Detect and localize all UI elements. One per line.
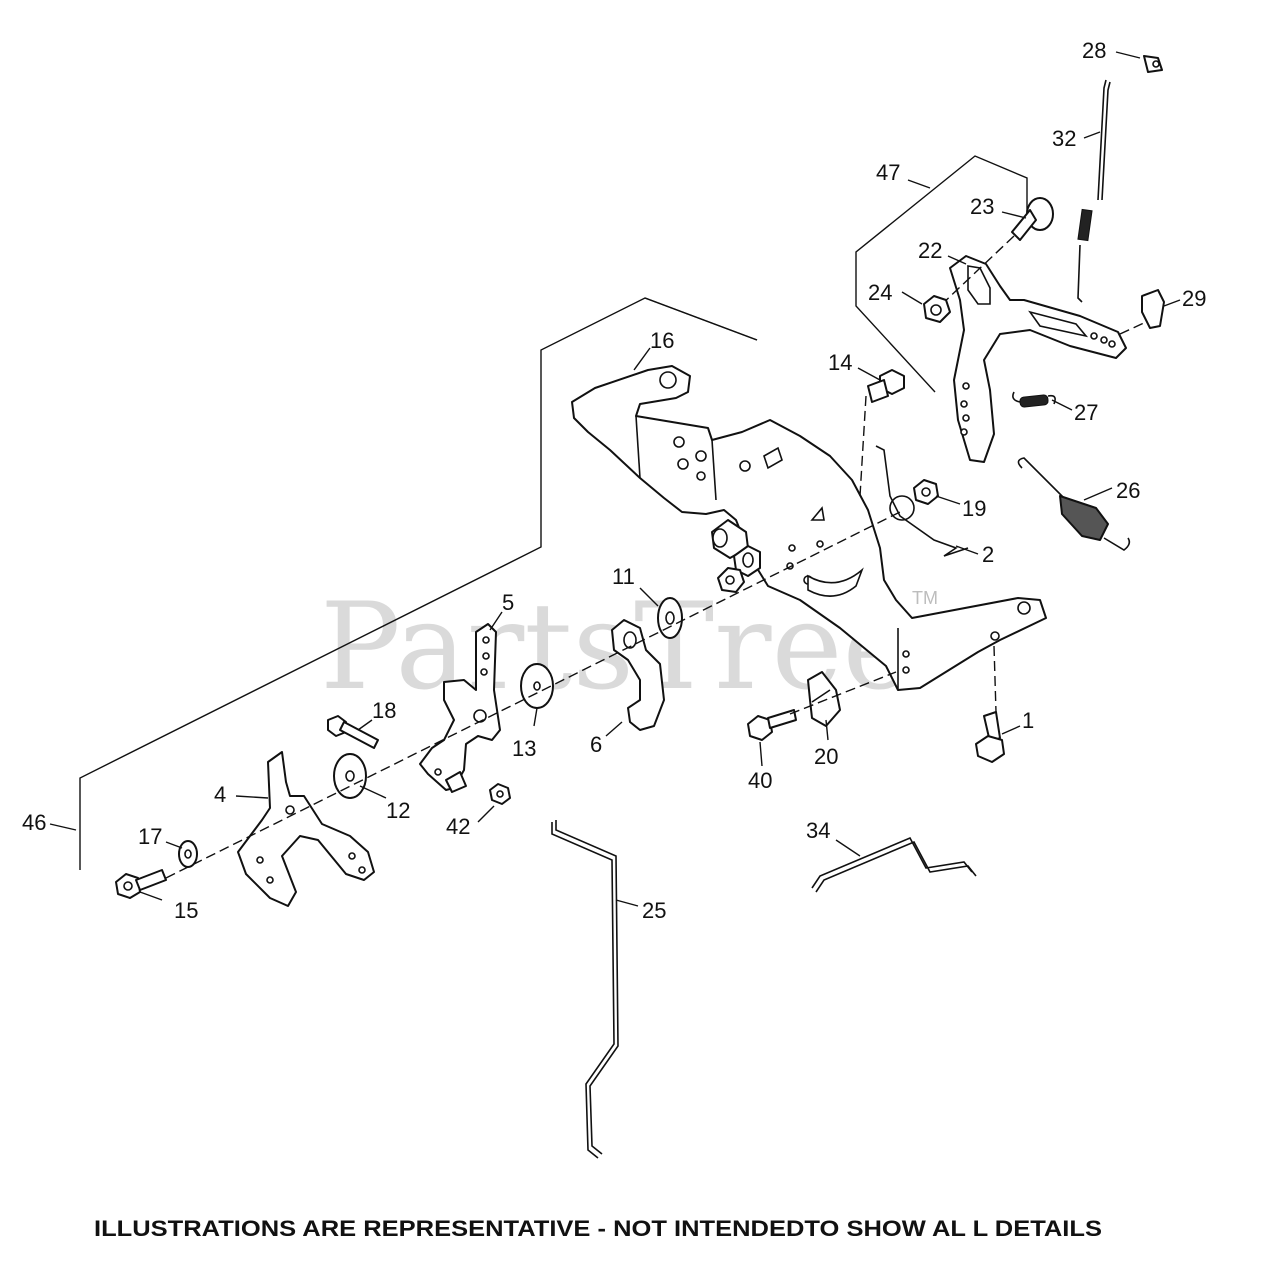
torsion-spring-2: [875, 445, 969, 557]
washer-11: [657, 597, 683, 639]
callout-26: 26: [1116, 478, 1140, 503]
callout-28: 28: [1082, 38, 1106, 63]
callout-40: 40: [748, 768, 772, 793]
nut-19: [913, 479, 939, 505]
callout-47: 47: [876, 160, 900, 185]
bolt-15: [115, 869, 167, 899]
callout-6: 6: [590, 732, 602, 757]
dash-23: [939, 235, 1015, 307]
spring-32: [1077, 79, 1111, 303]
bolt-14: [867, 369, 905, 403]
callout-13: 13: [512, 736, 536, 761]
clip-20: [807, 671, 841, 727]
callout-17: 17: [138, 824, 162, 849]
callout-42: 42: [446, 814, 470, 839]
bolt-1: [975, 711, 1005, 763]
callout-18: 18: [372, 698, 396, 723]
bolt-18: [327, 715, 379, 749]
washer-17: [178, 840, 198, 868]
leader-46: [49, 823, 77, 831]
callout-2: 2: [982, 542, 994, 567]
callout-14: 14: [828, 350, 852, 375]
screw-28: [1143, 55, 1163, 73]
washer-12: [333, 753, 367, 799]
callout-34: 34: [806, 818, 830, 843]
callout-22: 22: [918, 238, 942, 263]
flange-nut: [717, 567, 745, 593]
lever-4: [237, 751, 375, 907]
pedal-lever-22: [949, 255, 1127, 463]
lever-5: [419, 623, 501, 793]
group-bracket-47: [855, 155, 1028, 393]
leader-lines: [139, 51, 1181, 907]
dash-40: [789, 671, 897, 715]
callout-29: 29: [1182, 286, 1206, 311]
group-bracket-46-outline: [79, 297, 758, 870]
callout-23: 23: [970, 194, 994, 219]
callout-27: 27: [1074, 400, 1098, 425]
rod-34: [811, 836, 977, 893]
nut-24: [923, 295, 951, 323]
callout-15: 15: [174, 898, 198, 923]
callout-19: 19: [962, 496, 986, 521]
clip-29: [1141, 289, 1165, 329]
footer-note: ILLUSTRATIONS ARE REPRESENTATIVE - NOT I…: [94, 1216, 1102, 1241]
dash-main-axis: [165, 511, 901, 879]
callout-labels: 1 2 4 5 6 11 12 13 14 15 16 17 18 19 20 …: [22, 38, 1206, 923]
nut-42: [489, 783, 511, 805]
callout-16: 16: [650, 328, 674, 353]
callout-20: 20: [814, 744, 838, 769]
callout-24: 24: [868, 280, 892, 305]
leader-47: [907, 179, 931, 189]
dash-29: [1119, 321, 1147, 335]
bushing: [711, 519, 761, 577]
callout-46: 46: [22, 810, 46, 835]
callout-5: 5: [502, 590, 514, 615]
watermark-tm: TM: [912, 588, 938, 608]
callout-4: 4: [214, 782, 226, 807]
lever-6: [611, 619, 665, 731]
pin-23: [1011, 197, 1054, 241]
callout-32: 32: [1052, 126, 1076, 151]
main-bracket-16: [571, 365, 1047, 691]
callout-25: 25: [642, 898, 666, 923]
callout-12: 12: [386, 798, 410, 823]
dash-14: [859, 395, 867, 497]
dash-1: [993, 645, 997, 713]
spring-27: [1012, 391, 1056, 408]
rod-25: [551, 820, 619, 1159]
callout-1: 1: [1022, 708, 1034, 733]
callout-11: 11: [612, 564, 635, 589]
spring-26: [1017, 457, 1131, 551]
bolt-40: [747, 709, 797, 741]
washer-13: [520, 663, 554, 709]
